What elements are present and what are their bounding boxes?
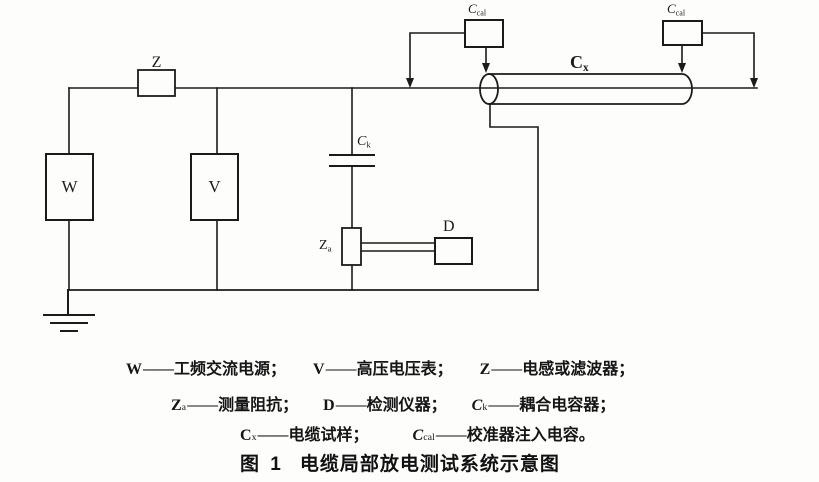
w-source-box — [45, 153, 94, 221]
capacitor-icon — [329, 154, 375, 167]
legend-symbol: C — [412, 427, 424, 444]
za-label: Za — [319, 238, 332, 254]
figure-number: 图 1 — [240, 454, 284, 475]
wire-sheath-return — [489, 103, 539, 291]
ccal-right-label: Ccal — [667, 1, 686, 18]
legend-symbol: D — [323, 397, 335, 414]
legend-row-1: W——工频交流电源； V——高压电压表； Z——电感或滤波器； — [126, 355, 634, 379]
figure-title-text: 电缆局部放电测试系统示意图 — [299, 454, 560, 475]
ccal-right-box — [662, 20, 703, 46]
za-impedance-box — [341, 227, 362, 266]
legend-symbol: C — [240, 427, 252, 444]
z-filter-box — [137, 69, 176, 97]
legend-symbol: V — [313, 361, 325, 378]
ccal-right-wire-side — [701, 32, 755, 79]
ccal-left-label: Ccal — [468, 1, 487, 18]
legend-symbol: Z — [171, 397, 182, 414]
cx-label: Cx — [570, 52, 589, 75]
d-detector-box — [434, 237, 473, 265]
legend-item-d: D——检测仪器； — [323, 397, 447, 414]
legend-symbol: C — [471, 397, 483, 414]
figure-title: 图 1 电缆局部放电测试系统示意图 — [240, 449, 560, 476]
d-label: D — [443, 218, 455, 235]
w-label: W — [61, 177, 78, 196]
legend-symbol: Z — [479, 361, 491, 378]
ccal-left-box — [464, 19, 504, 48]
v-label: V — [208, 177, 221, 196]
legend-item-w: W——工频交流电源； — [126, 361, 287, 378]
arrow-down-icon — [406, 63, 758, 88]
v-voltmeter-box — [190, 153, 239, 221]
legend-item-v: V——高压电压表； — [313, 361, 453, 378]
legend-item-z: Z——电感或滤波器； — [479, 361, 635, 378]
ck-label: Ck — [357, 134, 371, 150]
z-label: Z — [151, 54, 162, 71]
legend-symbol: W — [126, 361, 142, 378]
ccal-left-wire-side — [409, 32, 466, 79]
coax-link — [360, 242, 436, 252]
earth-ground-icon — [43, 289, 95, 332]
cable-specimen-icon — [479, 73, 693, 105]
